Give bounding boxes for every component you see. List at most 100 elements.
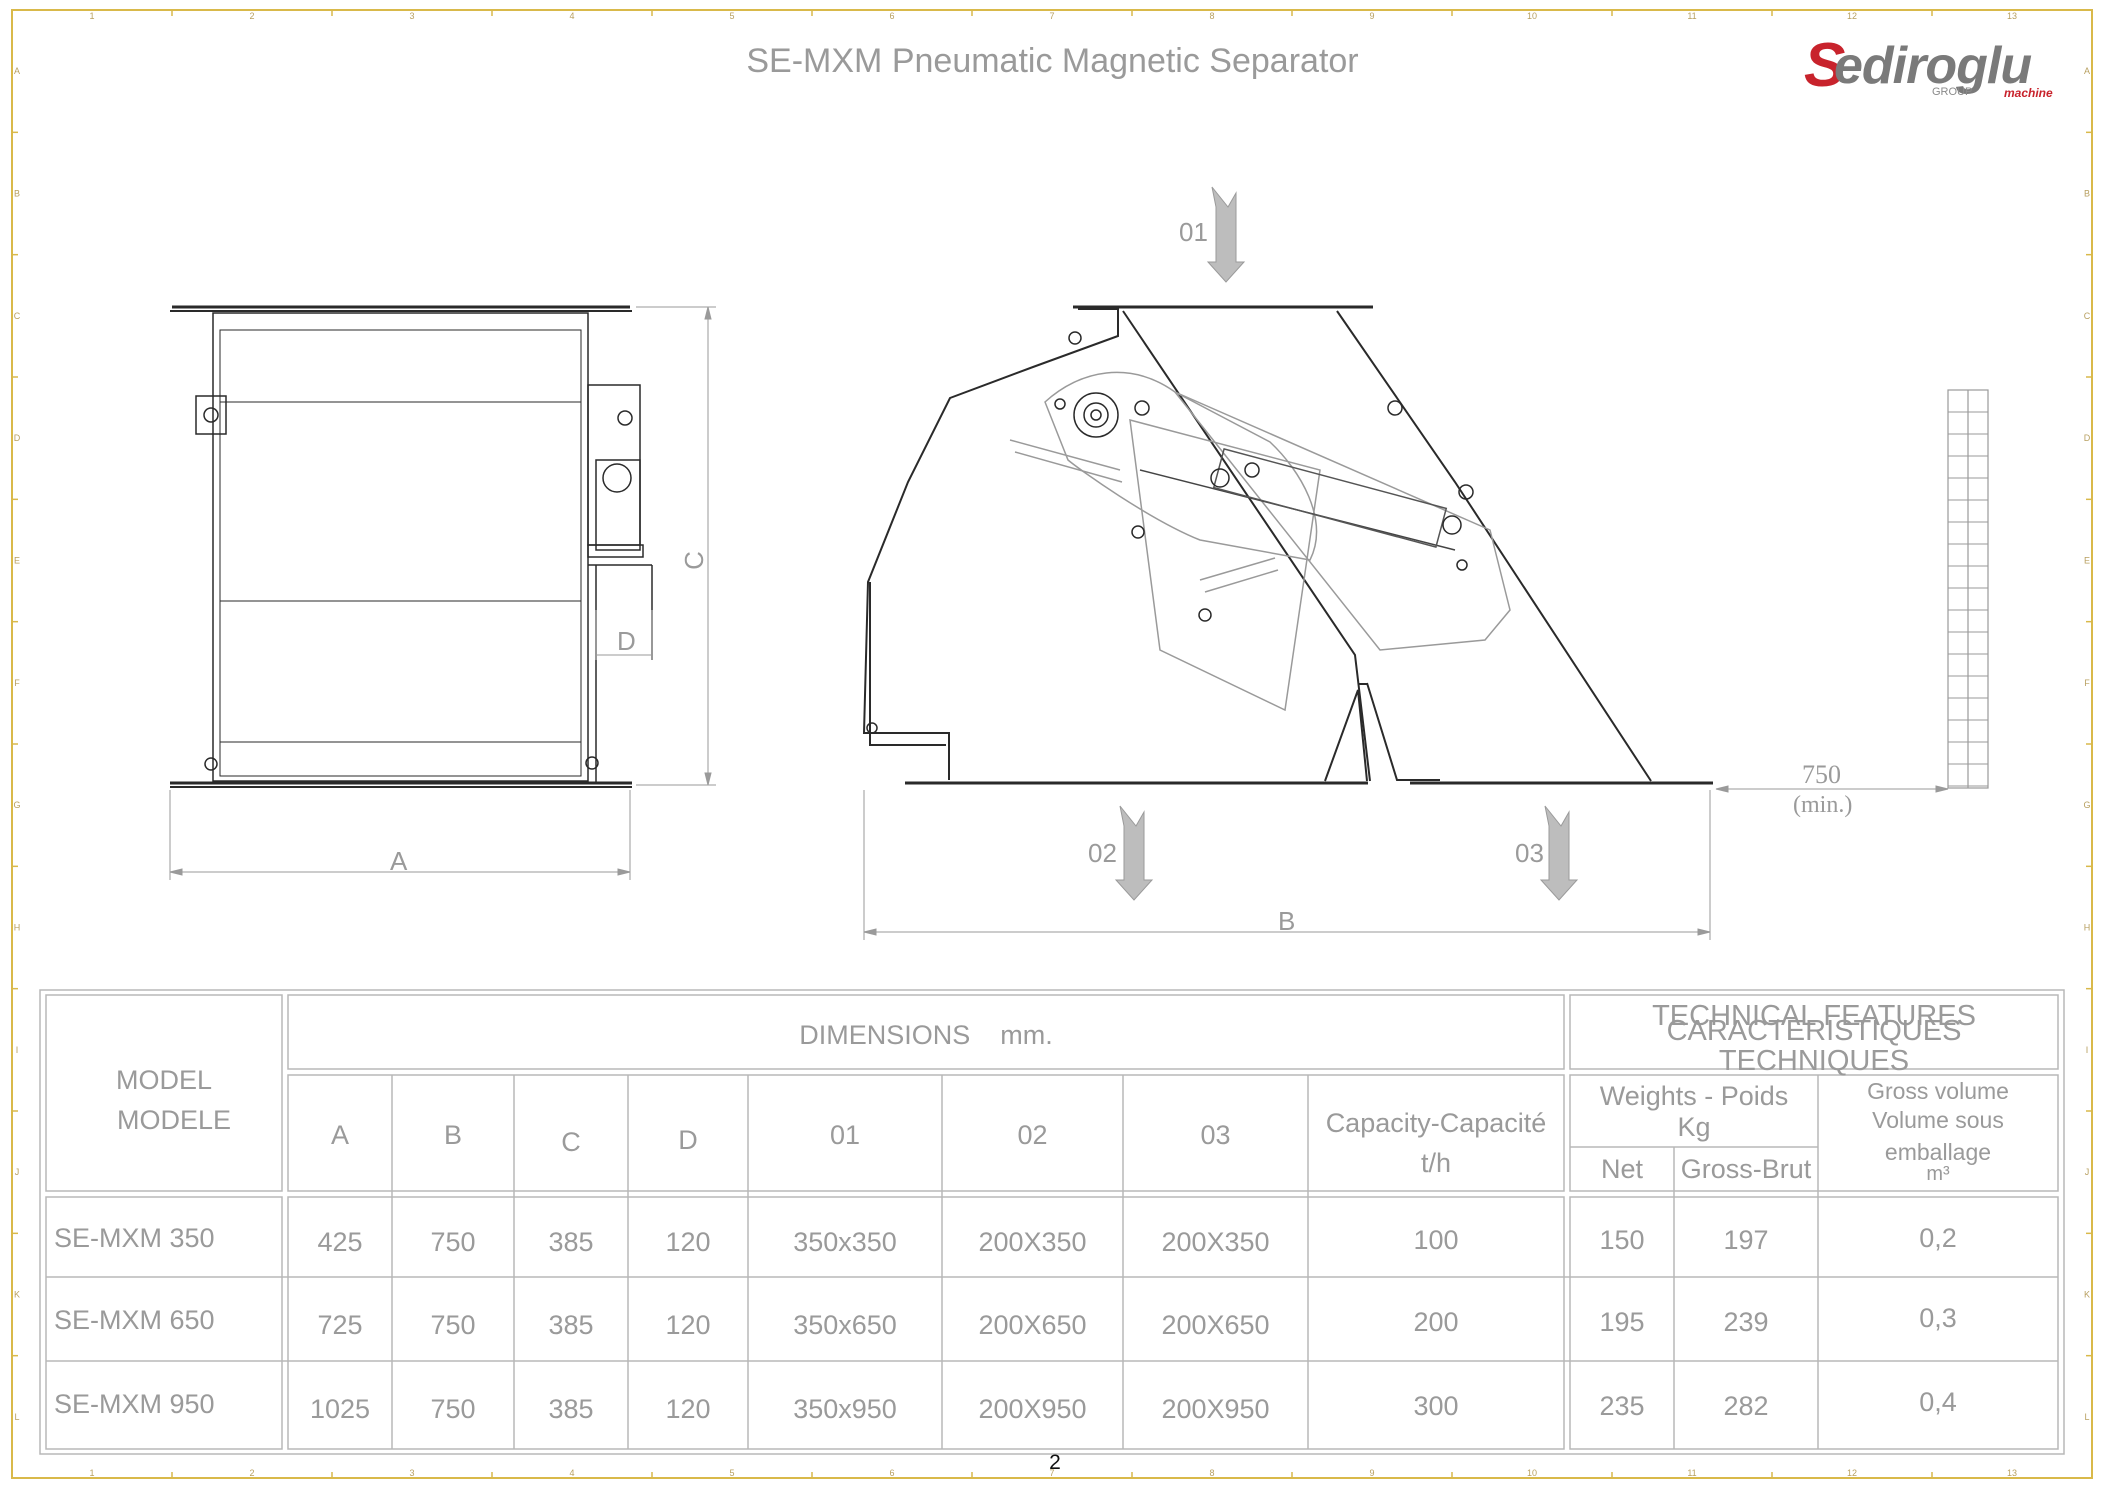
- brand-logo: S ediroglu GROUP machine: [1804, 31, 2074, 100]
- row-capacity: 200: [1413, 1306, 1459, 1337]
- zone-label: G: [13, 800, 20, 810]
- weights-unit: Kg: [1677, 1111, 1711, 1142]
- row-net: 235: [1599, 1390, 1645, 1421]
- zone-label: 2: [249, 1468, 254, 1478]
- gross-header: Gross-Brut: [1680, 1153, 1812, 1184]
- side-view-bolts: [866, 331, 1474, 734]
- zone-label: F: [2084, 678, 2090, 688]
- zone-label: E: [2084, 556, 2090, 566]
- volume-header-2: Volume sous: [1872, 1106, 2004, 1133]
- dimension-b-label: B: [1278, 906, 1296, 936]
- zone-label: D: [14, 433, 21, 443]
- row-b: 750: [430, 1309, 476, 1340]
- zone-label: C: [14, 311, 21, 321]
- dimension-a-label: A: [390, 846, 408, 876]
- row-a: 1025: [309, 1393, 371, 1424]
- zone-label: J: [2085, 1167, 2090, 1177]
- row-volume: 0,3: [1919, 1302, 1957, 1333]
- wall-symbol: [1947, 389, 1989, 789]
- row-d: 120: [665, 1226, 711, 1257]
- page-number: 2: [1049, 1451, 1061, 1474]
- front-view-dimensions: [169, 306, 716, 880]
- col-c-header: C: [561, 1126, 581, 1157]
- zone-label: K: [14, 1290, 20, 1300]
- logo-machine: machine: [2004, 86, 2053, 100]
- zone-label: 9: [1369, 11, 1374, 21]
- row-net: 150: [1599, 1224, 1645, 1255]
- col-d-header: D: [678, 1124, 698, 1155]
- weights-header: Weights - Poids: [1599, 1080, 1789, 1111]
- row-01: 350x350: [793, 1226, 897, 1257]
- zone-label: I: [2086, 1045, 2089, 1055]
- model-header-fr: MODELE: [116, 1104, 232, 1135]
- zone-label: 10: [1527, 11, 1537, 21]
- zone-label: 3: [409, 1468, 414, 1478]
- row-c: 385: [548, 1309, 594, 1340]
- col-03-header: 03: [1200, 1119, 1231, 1150]
- zone-label: 12: [1847, 1468, 1857, 1478]
- page-title: SE-MXM Pneumatic Magnetic Separator: [746, 42, 1359, 80]
- row-net: 195: [1599, 1306, 1645, 1337]
- row-03: 200X950: [1161, 1393, 1270, 1424]
- col-02-header: 02: [1017, 1119, 1048, 1150]
- zone-label: H: [14, 923, 21, 933]
- side-view-internals: [1009, 371, 1511, 712]
- logo-word: ediroglu: [1834, 37, 2032, 95]
- capacity-header: Capacity-Capacité: [1325, 1107, 1547, 1138]
- model-header-en: MODEL: [115, 1064, 213, 1095]
- row-d: 120: [665, 1393, 711, 1424]
- row-a: 425: [317, 1226, 363, 1257]
- zone-label: 8: [1209, 11, 1214, 21]
- zone-label: 10: [1527, 1468, 1537, 1478]
- zone-label: L: [2084, 1412, 2089, 1422]
- zone-label: 4: [569, 11, 574, 21]
- row-volume: 0,4: [1919, 1386, 1957, 1417]
- zone-label: B: [14, 189, 20, 199]
- row-b: 750: [430, 1393, 476, 1424]
- row-gross: 197: [1723, 1224, 1769, 1255]
- row-c: 385: [548, 1226, 594, 1257]
- front-view: [170, 305, 653, 788]
- logo-group: GROUP: [1932, 86, 1973, 98]
- zone-label: 11: [1687, 11, 1696, 21]
- dimension-d-label: D: [617, 626, 636, 656]
- side-view-dimensions: [863, 785, 1949, 940]
- zone-label: K: [2084, 1290, 2090, 1300]
- zone-label: 6: [889, 11, 894, 21]
- row-02: 200X350: [978, 1226, 1087, 1257]
- zone-label: H: [2084, 923, 2091, 933]
- outlet-03-label: 03: [1515, 838, 1544, 868]
- row-d: 120: [665, 1309, 711, 1340]
- spec-table-grid: [39, 989, 2065, 1455]
- row-volume: 0,2: [1919, 1222, 1957, 1253]
- dimension-c-label: C: [678, 551, 709, 570]
- row-capacity: 100: [1413, 1224, 1459, 1255]
- zone-label: 5: [729, 11, 734, 21]
- zone-label: 13: [2007, 1468, 2017, 1478]
- clearance-value: 750: [1802, 760, 1841, 789]
- zone-label: J: [15, 1167, 20, 1177]
- zone-label: 8: [1209, 1468, 1214, 1478]
- row-gross: 239: [1723, 1306, 1769, 1337]
- row-model: SE-MXM 350: [54, 1222, 215, 1253]
- zone-label: 1: [89, 1468, 94, 1478]
- col-b-header: B: [443, 1119, 462, 1150]
- logo-s: S: [1804, 31, 1846, 100]
- zone-label: 7: [1049, 11, 1054, 21]
- wall-bricks: [1948, 411, 1988, 787]
- flow-arrows: [1114, 186, 1579, 901]
- zone-label: D: [2084, 433, 2091, 443]
- zone-label: 9: [1369, 1468, 1374, 1478]
- row-01: 350x950: [793, 1393, 897, 1424]
- row-02: 200X650: [978, 1309, 1087, 1340]
- row-01: 350x650: [793, 1309, 897, 1340]
- zone-label: 5: [729, 1468, 734, 1478]
- inlet-01-label: 01: [1179, 217, 1208, 247]
- zone-label: 1: [89, 11, 94, 21]
- zone-label: 6: [889, 1468, 894, 1478]
- row-capacity: 300: [1413, 1390, 1459, 1421]
- outlet-02-label: 02: [1088, 838, 1117, 868]
